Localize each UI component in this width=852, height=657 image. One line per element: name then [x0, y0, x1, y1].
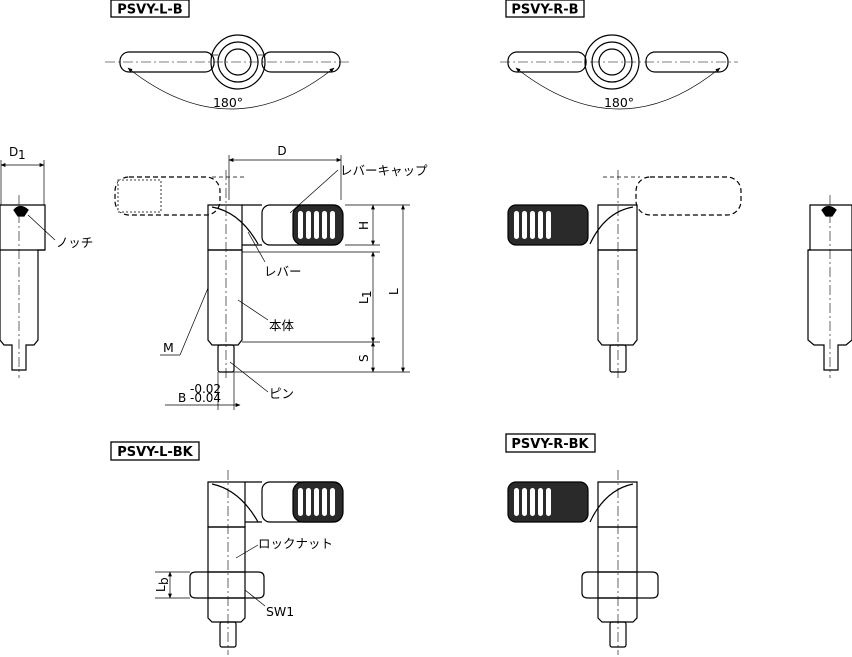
label-lock-nut: ロックナット: [258, 536, 333, 551]
svg-text:b: b: [157, 577, 171, 585]
dim-m: M: [163, 340, 174, 355]
label-sw1: SW1: [266, 604, 294, 619]
dim-lb: L: [154, 585, 168, 592]
dim-l: L: [387, 288, 401, 295]
dim-d1: D: [9, 145, 18, 159]
bk-view-right: [507, 470, 659, 655]
side-view-left: D 1 ノッチ: [0, 145, 93, 378]
svg-text:1: 1: [18, 148, 26, 162]
dim-s: S: [357, 354, 371, 362]
top-view-right: 180°: [500, 34, 738, 110]
top-view-left: 180°: [105, 34, 352, 110]
angle-label-left: 180°: [213, 95, 243, 110]
bk-view-left: L b ロックナット SW1: [154, 470, 344, 655]
tag-psvy-r-b: PSVY-R-B: [505, 0, 585, 18]
dim-h: H: [357, 221, 371, 230]
svg-text:PSVY-L-B: PSVY-L-B: [117, 3, 182, 18]
main-view-left: D H L 1 S L B -0.02 -0.04 M レバーキャップ レバー …: [114, 144, 428, 410]
side-view-right: [807, 195, 852, 378]
svg-text:PSVY-L-BK: PSVY-L-BK: [117, 445, 193, 460]
label-notch: ノッチ: [56, 235, 93, 250]
dim-d: D: [277, 144, 286, 158]
label-lever-cap: レバーキャップ: [340, 163, 428, 178]
label-pin: ピン: [269, 386, 294, 401]
svg-text:PSVY-R-B: PSVY-R-B: [511, 3, 578, 18]
svg-text:-0.02: -0.02: [190, 382, 221, 396]
tag-psvy-r-bk: PSVY-R-BK: [505, 433, 596, 453]
svg-text:PSVY-R-BK: PSVY-R-BK: [511, 437, 589, 452]
dim-l1: L: [357, 297, 371, 304]
tag-psvy-l-b: PSVY-L-B: [110, 0, 190, 18]
tag-psvy-l-bk: PSVY-L-BK: [110, 441, 200, 461]
dim-b: B: [178, 391, 186, 405]
svg-text:-0.04: -0.04: [190, 391, 221, 405]
svg-text:1: 1: [360, 290, 374, 298]
main-view-right: [507, 170, 742, 380]
angle-label-right: 180°: [604, 95, 634, 110]
label-body: 本体: [269, 318, 295, 333]
label-lever: レバー: [264, 264, 302, 279]
